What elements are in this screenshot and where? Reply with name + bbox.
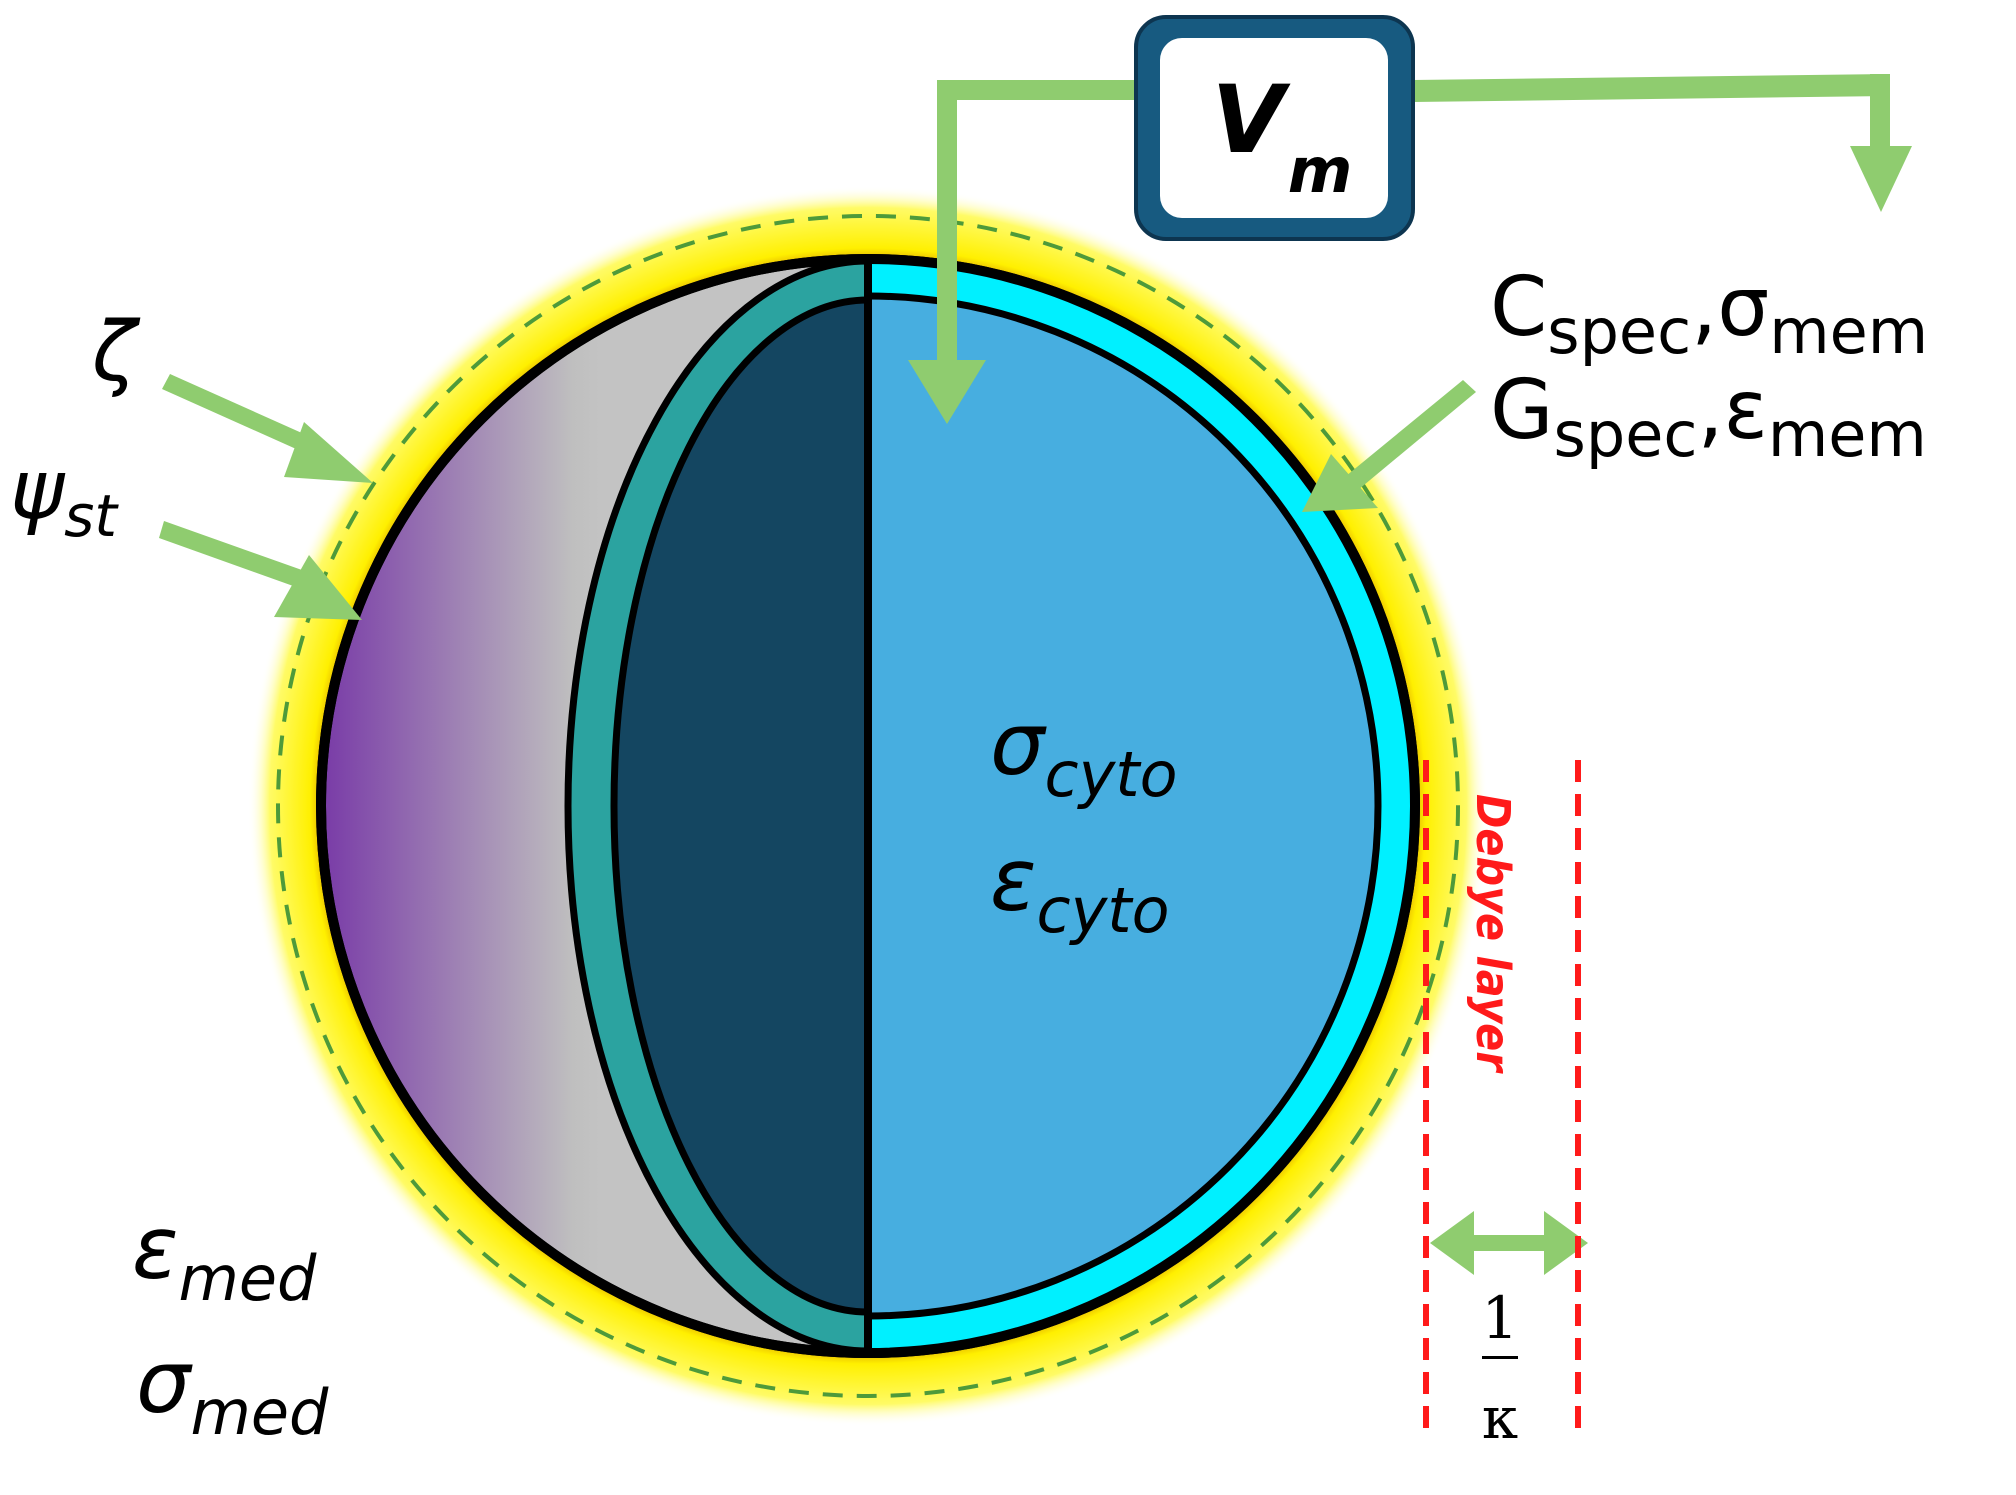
vm-main: V <box>1212 66 1291 175</box>
debye-boundaries <box>1423 760 1581 1432</box>
med-sigma-label: σmed <box>136 1333 329 1449</box>
dark-interior <box>610 296 868 1316</box>
vm-box: V m <box>1134 15 1415 241</box>
svg-text:m: m <box>1288 134 1353 207</box>
slip-plane-dashed <box>276 214 1460 1398</box>
kappa-denominator: κ <box>1482 1384 1518 1452</box>
svg-text:V: V <box>1212 66 1291 175</box>
debye-layer-label: Debye layer <box>1466 794 1520 1074</box>
psi-st-label: ψst <box>10 443 119 550</box>
cyto-sigma-label: σcyto <box>990 695 1178 811</box>
inverse-kappa: 1 κ <box>1482 1284 1519 1452</box>
arrows <box>159 74 1912 1275</box>
cytoplasm <box>868 292 1382 1320</box>
kappa-numerator: 1 <box>1482 1284 1519 1352</box>
cyto-eps-label: εcyto <box>990 831 1170 947</box>
membrane-label-line1: Cspec,σmem <box>1490 260 1928 368</box>
med-eps-label: εmed <box>132 1199 317 1315</box>
vm-left-arrow <box>908 80 1137 424</box>
debye-double-arrow <box>1430 1211 1588 1275</box>
vm-sub: m <box>1288 134 1353 207</box>
cell-sphere <box>316 254 1420 1358</box>
membrane-arrow <box>1302 380 1476 512</box>
zeta-label: ζ <box>91 305 141 400</box>
membrane-label-line2: Gspec,εmem <box>1490 363 1927 471</box>
zeta-arrow <box>162 374 373 483</box>
psi-arrow <box>159 521 362 620</box>
vm-right-arrow <box>1413 74 1912 212</box>
